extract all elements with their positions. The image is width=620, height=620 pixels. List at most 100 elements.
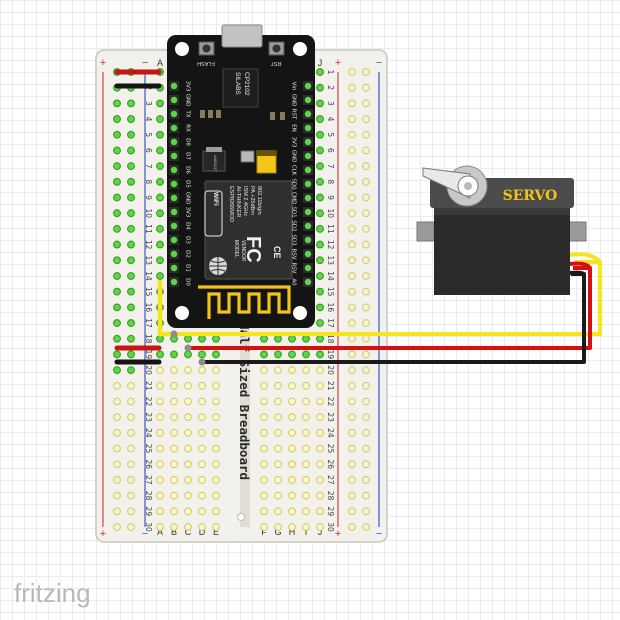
terminal-hole [212, 413, 220, 422]
rail-hole [348, 256, 356, 265]
rail-hole [348, 209, 356, 218]
connected-rail-hole [113, 303, 121, 312]
connected-rail-hole [113, 99, 121, 108]
column-letter: F [261, 527, 267, 537]
connected-terminal-hole [316, 68, 324, 76]
column-letter: H [289, 527, 296, 537]
board-mount-hole [175, 306, 189, 320]
row-number: 17 [144, 318, 153, 328]
rail-hole [362, 476, 370, 484]
connected-terminal-hole [316, 146, 324, 155]
terminal-hole [170, 397, 178, 406]
row-number: 12 [326, 240, 335, 250]
rail-hole [362, 334, 370, 343]
header-pin-contact [304, 138, 312, 146]
pin-label-left: D3 [185, 236, 191, 244]
rail-hole [113, 428, 121, 437]
column-letter: B [171, 527, 177, 537]
connected-terminal-hole [156, 99, 164, 108]
column-letters: A J A B C D E F G H I J [157, 58, 322, 537]
pin-label-left: 3V3 [185, 207, 191, 218]
terminal-hole [198, 428, 206, 437]
terminal-hole [288, 428, 296, 437]
mount-hole [237, 513, 245, 521]
pin-label-right: SD0 [291, 178, 297, 190]
header-pin-contact [170, 222, 178, 230]
connected-terminal-hole [316, 83, 324, 92]
row-number: 26 [144, 459, 153, 469]
row-number: 29 [144, 507, 153, 517]
row-number: 14 [144, 271, 153, 281]
terminal-hole [316, 460, 324, 469]
row-number: 6 [326, 148, 335, 153]
chip-model: CP2102 [243, 72, 250, 96]
pin-label-right: 3V3 [291, 137, 297, 148]
row-number: 21 [326, 381, 335, 391]
connected-terminal-hole [156, 240, 164, 249]
header-pin-contact [304, 124, 312, 132]
terminal-hole [156, 523, 164, 531]
connected-terminal-hole [156, 209, 164, 218]
connected-terminal-hole [260, 350, 268, 359]
row-number: 27 [144, 475, 153, 485]
connected-terminal-hole [198, 334, 206, 343]
rail-minus-bottom-left: − [142, 528, 148, 540]
connected-terminal-hole [156, 350, 164, 359]
header-pin-contact [170, 208, 178, 216]
usb-uart-chip [222, 68, 259, 108]
terminal-hole [198, 444, 206, 453]
servo-lead-power [569, 261, 592, 270]
rail-hole [127, 507, 135, 516]
connected-rail-hole [113, 115, 121, 123]
model-label: MODEL [233, 240, 239, 258]
rail-plus-top-right: + [335, 57, 341, 69]
terminal-hole [156, 460, 164, 469]
row-number: 30 [144, 522, 153, 532]
terminal-hole [288, 444, 296, 453]
terminal-hole [198, 491, 206, 500]
column-letter: J [318, 58, 323, 68]
rail-hole [362, 146, 370, 155]
terminal-hole [184, 428, 192, 437]
terminal-hole [302, 428, 310, 437]
terminal-hole [302, 491, 310, 500]
pin-label-left: D4 [185, 222, 191, 230]
connected-rail-hole [113, 287, 121, 296]
terminal-hole [316, 381, 324, 390]
column-letter: C [185, 527, 192, 537]
smd-component [270, 112, 275, 120]
terminal-hole [198, 366, 206, 375]
row-number: 20 [144, 365, 153, 375]
pin-label-left: D7 [185, 152, 191, 160]
servo-mount-right [568, 221, 587, 242]
pin-label-left: TX [185, 109, 191, 117]
module-line-3: ISM 2.4GHz [242, 186, 248, 216]
terminal-hole [170, 381, 178, 390]
servo-mount-left [416, 221, 435, 242]
rail-hole [362, 193, 370, 202]
row-number: 9 [326, 195, 335, 200]
servo-horn-screw [464, 182, 472, 190]
connected-terminal-hole [316, 193, 324, 202]
pin-label-left: 3V3 [185, 81, 191, 92]
breadboard-label: Half Sized Breadboard [237, 322, 252, 480]
row-number: 23 [326, 412, 335, 422]
servo-motor: SERVO [416, 165, 587, 295]
connected-rail-hole [127, 130, 135, 139]
terminal-hole [198, 397, 206, 406]
terminal-hole [274, 523, 282, 531]
terminal-hole [260, 366, 268, 375]
row-number: 28 [144, 491, 153, 501]
terminal-hole [274, 428, 282, 437]
rail-hole [127, 413, 135, 422]
rail-hole [362, 366, 370, 375]
header-pin-contact [170, 124, 178, 132]
antenna-trace [198, 285, 291, 319]
terminal-hole [170, 366, 178, 375]
terminal-hole [302, 523, 310, 531]
rail-hole [362, 256, 370, 265]
vendor-label: VENDOR [240, 240, 246, 262]
row-number: 11 [326, 224, 335, 234]
row-number: 6 [144, 148, 153, 153]
